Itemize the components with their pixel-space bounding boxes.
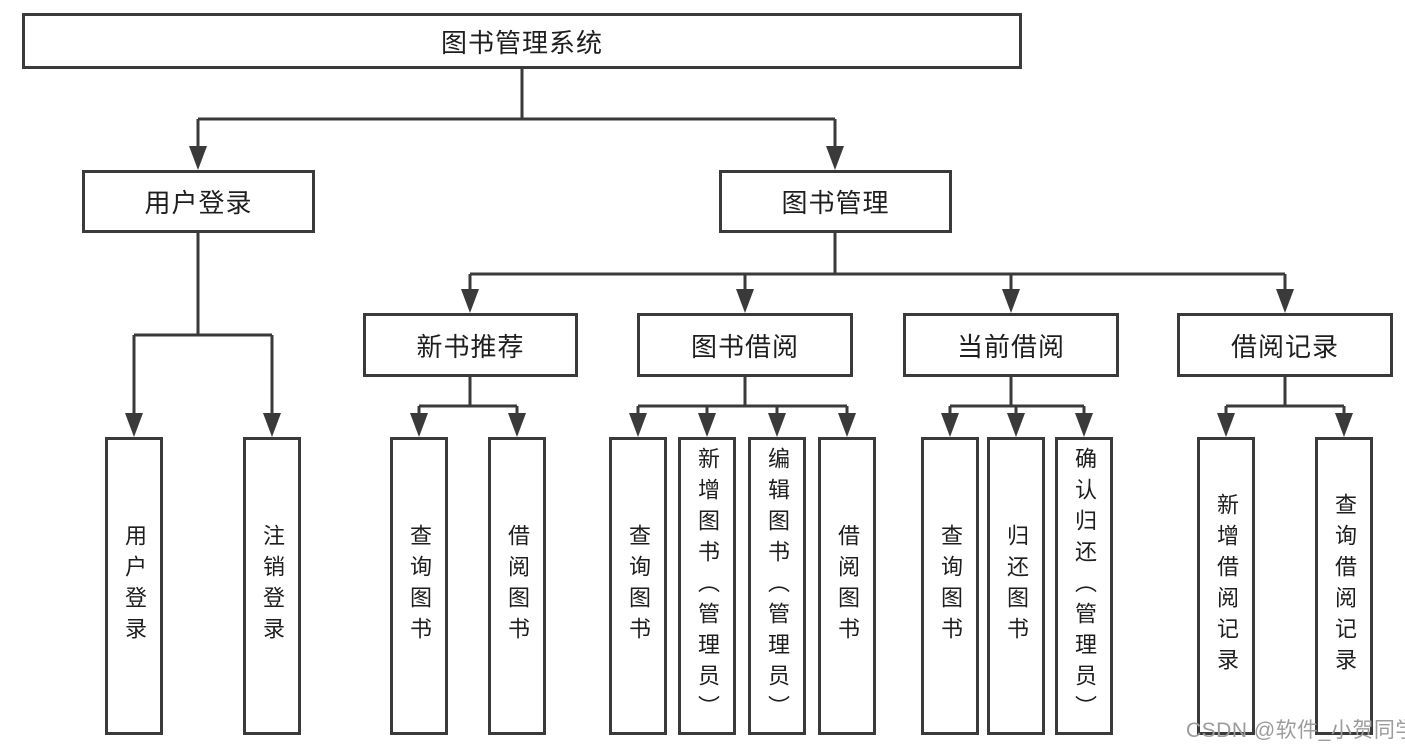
leaf-query-books-current: 查询图书 bbox=[921, 437, 979, 735]
node-root-label: 图书管理系统 bbox=[440, 27, 603, 58]
leaf-edit-books-admin: 编辑图书（管理员） bbox=[748, 437, 806, 735]
leaf-return-books: 归还图书 bbox=[987, 437, 1045, 735]
leaf-edit-books-admin-label: 编辑图书（管理员） bbox=[765, 446, 790, 726]
leaf-query-borrow-record: 查询借阅记录 bbox=[1315, 437, 1373, 735]
leaf-add-borrow-record: 新增借阅记录 bbox=[1197, 437, 1255, 735]
leaf-borrow-books-recommend-label: 借阅图书 bbox=[505, 524, 530, 648]
node-new-book-recommend-label: 新书推荐 bbox=[416, 331, 525, 362]
node-current-borrowing: 当前借阅 bbox=[903, 313, 1119, 377]
leaf-add-borrow-record-label: 新增借阅记录 bbox=[1214, 493, 1239, 679]
leaf-query-books-borrowing: 查询图书 bbox=[609, 437, 667, 735]
node-borrowing-records: 借阅记录 bbox=[1177, 313, 1393, 377]
node-book-borrowing-label: 图书借阅 bbox=[690, 331, 799, 362]
node-current-borrowing-label: 当前借阅 bbox=[956, 331, 1065, 362]
leaf-query-books-borrowing-label: 查询图书 bbox=[626, 524, 651, 648]
node-user-login-label: 用户登录 bbox=[144, 188, 253, 218]
csdn-watermark: CSDN @软件_小贺同学 bbox=[1186, 719, 1405, 742]
leaf-borrow-books-recommend: 借阅图书 bbox=[488, 437, 546, 735]
leaf-user-login-label: 用户登录 bbox=[122, 524, 147, 648]
node-book-management: 图书管理 bbox=[719, 170, 952, 233]
leaf-query-books-recommend-label: 查询图书 bbox=[407, 524, 432, 648]
leaf-confirm-return-admin: 确认归还（管理员） bbox=[1055, 437, 1113, 735]
node-book-management-label: 图书管理 bbox=[781, 188, 890, 218]
leaf-confirm-return-admin-label: 确认归还（管理员） bbox=[1072, 446, 1097, 726]
leaf-query-books-recommend: 查询图书 bbox=[390, 437, 448, 735]
leaf-query-books-current-label: 查询图书 bbox=[938, 524, 963, 648]
leaf-return-books-label: 归还图书 bbox=[1004, 524, 1029, 648]
leaf-add-books-admin-label: 新增图书（管理员） bbox=[695, 446, 720, 726]
leaf-add-books-admin: 新增图书（管理员） bbox=[678, 437, 736, 735]
leaf-borrow-books: 借阅图书 bbox=[818, 437, 876, 735]
leaf-logout-login-label: 注销登录 bbox=[260, 524, 285, 648]
node-root: 图书管理系统 bbox=[22, 13, 1022, 69]
node-book-borrowing: 图书借阅 bbox=[637, 313, 853, 377]
leaf-borrow-books-label: 借阅图书 bbox=[835, 524, 860, 648]
leaf-logout-login: 注销登录 bbox=[243, 437, 301, 735]
leaf-query-borrow-record-label: 查询借阅记录 bbox=[1332, 493, 1357, 679]
leaf-user-login: 用户登录 bbox=[105, 437, 163, 735]
node-user-login: 用户登录 bbox=[82, 170, 315, 233]
node-borrowing-records-label: 借阅记录 bbox=[1230, 331, 1339, 362]
node-new-book-recommend: 新书推荐 bbox=[363, 313, 578, 377]
